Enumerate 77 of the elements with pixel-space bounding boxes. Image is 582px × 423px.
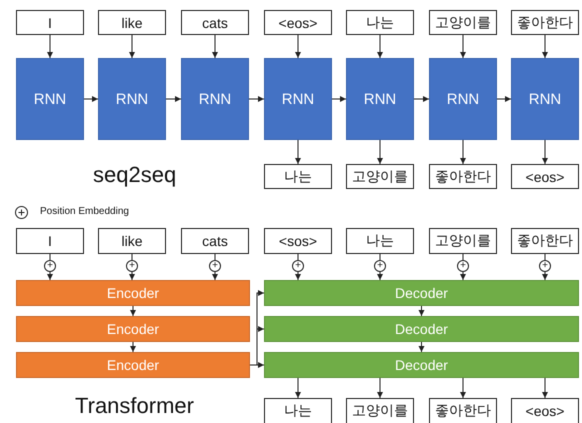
position-embedding-circle: +: [209, 260, 221, 272]
arrow: [130, 342, 136, 352]
token-box: 고양이를: [429, 10, 497, 35]
token-box: 좋아한다: [511, 228, 579, 254]
decoder-block: Decoder: [264, 280, 579, 306]
token-box: 좋아한다: [429, 164, 497, 189]
encoder-block: Encoder: [16, 352, 250, 378]
token-box: I: [16, 228, 84, 254]
arrow: [129, 272, 135, 280]
arrow: [496, 96, 512, 102]
arrow: [542, 378, 548, 398]
arrow: [129, 34, 135, 58]
token-box: like: [98, 10, 166, 35]
arrow: [418, 342, 424, 352]
encoder-block: Encoder: [16, 280, 250, 306]
arrow: [414, 96, 430, 102]
arrow: [295, 34, 301, 58]
decoder-block: Decoder: [264, 316, 579, 342]
diagram-label: seq2seq: [93, 162, 176, 188]
arrow: [130, 306, 136, 316]
arrow: [166, 96, 182, 102]
token-box: 고양이를: [346, 164, 414, 189]
arrow: [248, 96, 264, 102]
arrow: [418, 306, 424, 316]
token-box: <eos>: [511, 398, 579, 423]
token-box: <eos>: [511, 164, 579, 189]
legend-text: Position Embedding: [40, 206, 129, 217]
arrow: [295, 378, 301, 398]
arrow: [377, 34, 383, 58]
arrow: [212, 272, 218, 280]
arrow: [212, 34, 218, 58]
arrow: [460, 378, 466, 398]
arrow: [295, 272, 301, 280]
arrow: [460, 34, 466, 58]
rnn-block: RNN: [429, 58, 497, 140]
arrow: [377, 378, 383, 398]
arrow: [460, 272, 466, 280]
rnn-block: RNN: [346, 58, 414, 140]
token-box: 나는: [346, 10, 414, 35]
arrow: [47, 34, 53, 58]
arrow: [295, 140, 301, 164]
token-box: I: [16, 10, 84, 35]
position-embedding-circle: +: [457, 260, 469, 272]
position-embedding-circle: +: [44, 260, 56, 272]
token-box: cats: [181, 228, 249, 254]
diagram-label: Transformer: [75, 393, 194, 419]
arrow: [377, 140, 383, 164]
arrow: [377, 272, 383, 280]
decoder-block: Decoder: [264, 352, 579, 378]
arrow: [542, 140, 548, 164]
token-box: 나는: [264, 398, 332, 423]
rnn-block: RNN: [16, 58, 84, 140]
encoder-block: Encoder: [16, 316, 250, 342]
token-box: 나는: [346, 228, 414, 254]
token-box: like: [98, 228, 166, 254]
position-embedding-circle: +: [374, 260, 386, 272]
token-box: <sos>: [264, 228, 332, 254]
position-embedding-circle: +: [539, 260, 551, 272]
rnn-block: RNN: [181, 58, 249, 140]
token-box: 고양이를: [429, 228, 497, 254]
arrow: [47, 272, 53, 280]
position-embedding-circle: +: [126, 260, 138, 272]
token-box: cats: [181, 10, 249, 35]
arrow: [542, 272, 548, 280]
token-box: <eos>: [264, 10, 332, 35]
rnn-block: RNN: [98, 58, 166, 140]
arrow: [332, 96, 346, 102]
position-embedding-circle: +: [292, 260, 304, 272]
token-box: 고양이를: [346, 398, 414, 423]
token-box: 나는: [264, 164, 332, 189]
rnn-block: RNN: [264, 58, 332, 140]
token-box: 좋아한다: [429, 398, 497, 423]
arrow: [542, 34, 548, 58]
rnn-block: RNN: [511, 58, 579, 140]
token-box: 좋아한다: [511, 10, 579, 35]
arrow: [460, 140, 466, 164]
arrow: [84, 96, 98, 102]
